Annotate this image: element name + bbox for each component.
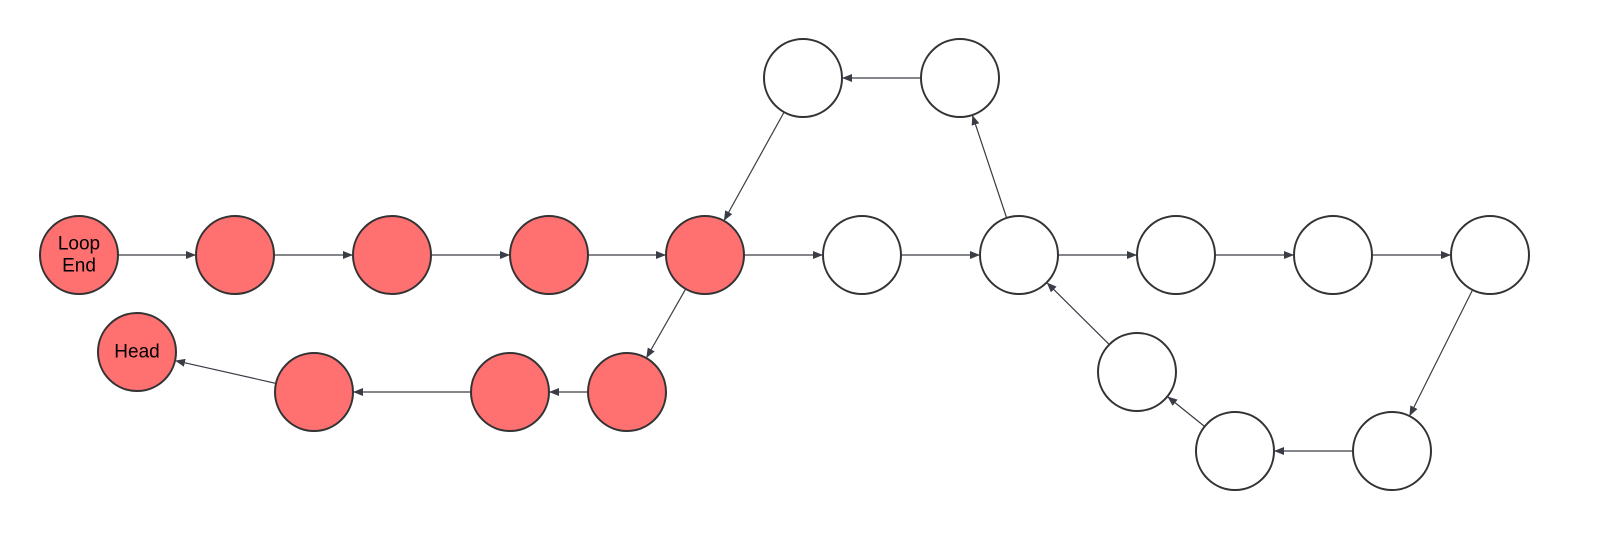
edge-n13-to-n14 xyxy=(1167,396,1206,427)
node-circle xyxy=(1136,215,1216,295)
node-circle xyxy=(920,38,1000,118)
node-circle xyxy=(195,215,275,295)
node-n16 xyxy=(470,352,550,432)
node-n14 xyxy=(1097,332,1177,412)
node-label: End xyxy=(62,256,96,277)
node-n17 xyxy=(274,352,354,432)
node-circle xyxy=(1450,215,1530,295)
node-circle xyxy=(587,352,667,432)
node-circle xyxy=(470,352,550,432)
node-n8 xyxy=(1293,215,1373,295)
node-circle xyxy=(274,352,354,432)
node-n9 xyxy=(1450,215,1530,295)
node-circle xyxy=(1195,411,1275,491)
node-label: Head xyxy=(114,342,159,363)
edge-n17-to-head xyxy=(175,358,277,384)
node-circle xyxy=(665,215,745,295)
node-n12 xyxy=(1352,411,1432,491)
edge-n6-to-n10 xyxy=(971,114,1008,219)
node-n13 xyxy=(1195,411,1275,491)
node-n7 xyxy=(1136,215,1216,295)
edge-n4-to-n15 xyxy=(646,288,687,359)
node-circle xyxy=(763,38,843,118)
node-n10 xyxy=(920,38,1000,118)
node-circle xyxy=(1293,215,1373,295)
node-circle xyxy=(352,215,432,295)
node-circle xyxy=(1352,411,1432,491)
node-label: Loop xyxy=(58,234,100,255)
edge-n14-to-n6 xyxy=(1046,282,1110,345)
node-circle xyxy=(979,215,1059,295)
node-circle xyxy=(1097,332,1177,412)
node-n1 xyxy=(195,215,275,295)
node-n15 xyxy=(587,352,667,432)
node-n4 xyxy=(665,215,745,295)
node-circle xyxy=(39,215,119,295)
node-n11 xyxy=(763,38,843,118)
node-n3 xyxy=(509,215,589,295)
node-n2 xyxy=(352,215,432,295)
node-circle xyxy=(822,215,902,295)
edges-layer xyxy=(118,74,1474,455)
node-circle xyxy=(509,215,589,295)
node-n6 xyxy=(979,215,1059,295)
node-head: Head xyxy=(97,312,177,392)
edge-n9-to-n12 xyxy=(1409,289,1474,417)
node-n5 xyxy=(822,215,902,295)
edge-n11-to-n4 xyxy=(723,111,785,221)
node-circle xyxy=(97,312,177,392)
